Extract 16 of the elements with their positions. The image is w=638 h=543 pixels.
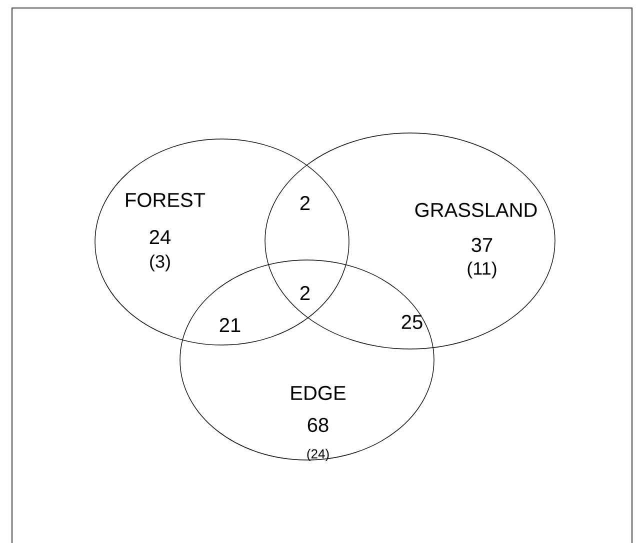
set-name: FOREST xyxy=(126,192,206,208)
count: 37 xyxy=(472,238,492,252)
venn-circle xyxy=(264,132,556,350)
overlap-count: 21 xyxy=(220,318,240,332)
set-name: GRASSLAND xyxy=(415,202,537,218)
subcount: (24) xyxy=(307,448,329,462)
count: 24 xyxy=(150,230,171,244)
overlap-count: 2 xyxy=(300,196,310,210)
count: 68 xyxy=(308,418,328,432)
set-name: EDGE xyxy=(291,386,346,400)
venn-circle xyxy=(180,260,434,460)
overlap-count: 2 xyxy=(300,286,310,300)
overlap-count: 25 xyxy=(402,314,422,330)
subcount: (3) xyxy=(150,254,170,272)
subcount: (11) xyxy=(468,262,496,278)
venn-circle xyxy=(94,138,350,346)
